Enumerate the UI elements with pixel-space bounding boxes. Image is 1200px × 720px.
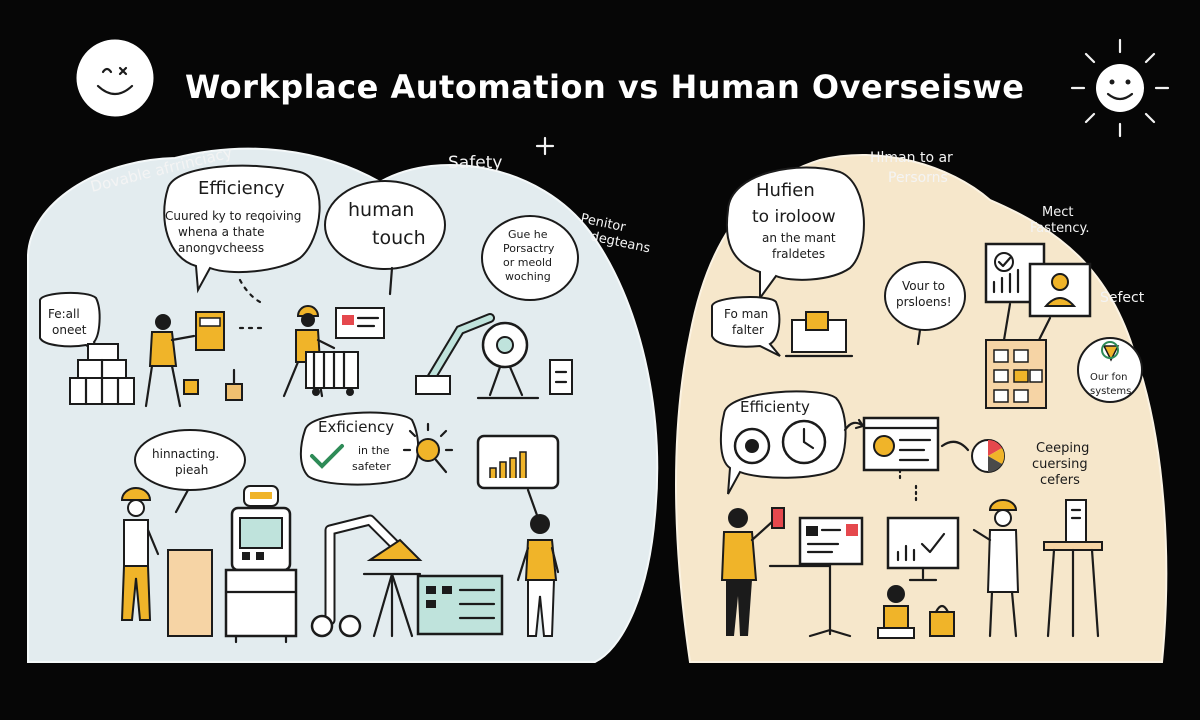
small-bubble-line4: woching <box>505 270 551 283</box>
recall-line2: oneet <box>52 323 87 337</box>
recall-line1: Fe:all <box>48 307 80 321</box>
smiley-logo-icon <box>76 39 154 117</box>
person-profile-screen-icon <box>1028 262 1092 318</box>
human-touch-line1: human <box>348 199 414 221</box>
right-top-note-line2: Persorns <box>888 170 948 186</box>
robot-machine-icon <box>224 485 298 644</box>
page-title: Workplace Automation vs Human Overseiswe <box>185 68 1024 106</box>
fonman-bubble: Fo man falter <box>711 296 781 357</box>
panel-box-icon <box>549 359 573 395</box>
clock-icon <box>781 419 827 465</box>
hinnacting-line2: pieah <box>175 463 208 477</box>
sparkle-icon <box>535 136 555 156</box>
efficiency-bubble: Efficiency Cuured ky to reqoiving whena … <box>163 164 321 294</box>
sefect-label: Sefect <box>1100 290 1145 306</box>
efficiency-line3: anongvcheess <box>178 241 264 255</box>
screen-display-icon <box>335 307 385 339</box>
vour-line2: prsloens! <box>896 295 952 309</box>
seated-worker-figure <box>877 585 915 639</box>
wooden-crate <box>167 549 213 637</box>
engineer-figure <box>972 499 1020 638</box>
efficiency-right-label: Efficienty <box>740 398 810 416</box>
efficiency-heading: Efficiency <box>198 178 285 199</box>
in-the-label: in the <box>358 444 390 457</box>
bulb-idea-icon <box>402 422 454 474</box>
arrow-to-pie <box>940 440 970 452</box>
vour-line1: Vour to <box>902 279 945 293</box>
connector-dotted <box>238 278 268 330</box>
worker-pushing-cart-figure <box>282 305 359 398</box>
gauge-icon <box>733 427 771 465</box>
right-top-note-line1: Hlman to ar <box>870 150 953 166</box>
meet-note-line2: Fastency. <box>1030 221 1089 236</box>
checkmark-icon <box>310 444 344 469</box>
small-bubble: Gue he Porsactry or meold woching <box>481 215 579 301</box>
keeping-note-line1: Ceeping <box>1036 441 1089 456</box>
human-touch-line2: touch <box>372 227 426 249</box>
badge-bubble: Our fon systems <box>1077 337 1143 403</box>
small-bubble-line2: Porsactry <box>503 242 555 255</box>
badge-line2: systems <box>1090 386 1131 397</box>
task-board-icon <box>985 339 1047 409</box>
robotic-arm-icon <box>415 313 540 400</box>
control-panel-machine-icon <box>416 574 504 636</box>
worker-loading-figure <box>144 311 225 408</box>
laptop-dashboard-icon <box>784 311 854 358</box>
small-bubble-line3: or meold <box>503 256 552 269</box>
analytics-monitor-icon <box>886 516 960 582</box>
hinnacting-bubble: hinnacting. pieah <box>134 429 246 514</box>
lamp-icon <box>225 368 243 401</box>
hufien-line3: an the mant <box>762 231 836 245</box>
hufien-line4: fraldetes <box>772 247 825 261</box>
hufien-bubble: Hufien to iroloow an the mant fraldetes <box>725 166 865 302</box>
exficiency-label: Exficiency <box>318 418 394 436</box>
human-touch-bubble: human touch <box>324 180 446 296</box>
box-stack-icon <box>69 343 135 406</box>
presentation-board-icon <box>768 516 864 638</box>
safety-label: Safety <box>448 153 502 173</box>
efficiency-line1: Cuured ky to reqoiving <box>165 209 301 223</box>
sun-smiley-icon <box>1070 38 1170 138</box>
hardhat-worker-figure <box>120 487 160 621</box>
standing-desk-icon <box>1043 499 1103 638</box>
man-with-phone-figure <box>720 507 785 636</box>
safeter-label: safeter <box>352 460 391 473</box>
recall-bubble: Fe:all oneet <box>39 291 101 357</box>
central-dashboard-screen-icon <box>862 416 940 506</box>
efficiency-safety-bubble: Exficiency in the safeter <box>299 411 420 486</box>
vour-bubble: Vour to prsloens! <box>884 261 966 346</box>
keeping-note-line2: cuersing <box>1032 457 1088 472</box>
keeping-note-line3: cefers <box>1040 473 1080 488</box>
efficiency-clock-bubble: Efficienty <box>719 390 847 495</box>
pie-chart-icon <box>971 439 1005 473</box>
hinnacting-line1: hinnacting. <box>152 447 219 461</box>
assembly-arm-icon <box>310 514 423 638</box>
badge-line1: Our fon <box>1090 372 1127 383</box>
woman-worker-figure <box>516 514 560 637</box>
arrow-to-dashboard <box>843 418 865 432</box>
small-bubble-line1: Gue he <box>508 228 548 241</box>
shopping-bag-icon <box>929 604 955 637</box>
fonman-line2: falter <box>732 323 764 337</box>
efficiency-line2: whena a thate <box>178 225 265 239</box>
meet-note-line1: Mect <box>1042 205 1073 220</box>
fonman-line1: Fo man <box>724 307 768 321</box>
hufien-line2: to iroloow <box>752 207 836 227</box>
hufien-line1: Hufien <box>756 180 815 201</box>
bar-chart-tablet-icon <box>476 434 560 520</box>
